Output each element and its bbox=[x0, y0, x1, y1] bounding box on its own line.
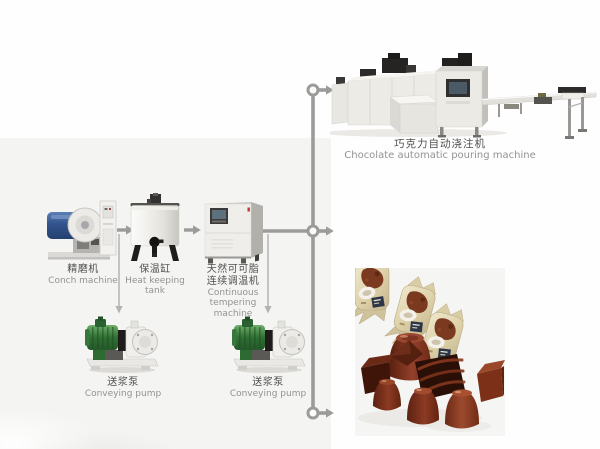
arrow-right-icon bbox=[184, 225, 201, 235]
conch-machine-label-zh: 精磨机 bbox=[67, 264, 99, 275]
flow-node-arrow-icon bbox=[306, 406, 334, 420]
conveying-pump-left-image bbox=[85, 314, 159, 374]
chocolate-product-image bbox=[355, 268, 505, 436]
tempering-machine-label: 天然可可脂 连续调温机 Continuous tempering machine bbox=[186, 264, 280, 319]
conveying-pump-right-label: 送浆泵 Conveying pump bbox=[223, 377, 313, 399]
flow-node-arrow-icon bbox=[306, 83, 334, 97]
tempering-machine-label-en: Continuous tempering machine bbox=[207, 287, 259, 319]
conch-machine-label: 精磨机 Conch machine bbox=[38, 264, 128, 286]
heat-keeping-tank-label-en: Heat keeping tank bbox=[125, 275, 185, 297]
conveying-pump-left-label: 送浆泵 Conveying pump bbox=[78, 377, 168, 399]
conveying-pump-left-label-zh: 送浆泵 bbox=[107, 377, 139, 388]
pouring-machine-label-zh: 巧克力自动浇注机 bbox=[394, 138, 486, 150]
arrow-down-icon bbox=[115, 234, 123, 314]
wrapped-candy-icon bbox=[355, 268, 390, 325]
tempering-machine-label-zh2: 连续调温机 bbox=[206, 275, 260, 287]
heat-keeping-tank-label-zh: 保温缸 bbox=[139, 264, 171, 275]
swoosh-decoration bbox=[0, 365, 170, 449]
chocolate-pile-icon bbox=[358, 333, 505, 432]
heat-keeping-tank-label: 保温缸 Heat keeping tank bbox=[117, 264, 193, 297]
conveying-pump-right-label-zh: 送浆泵 bbox=[252, 377, 284, 388]
main-flow-line bbox=[255, 90, 315, 413]
conveying-pump-right-label-en: Conveying pump bbox=[229, 388, 307, 399]
tempering-machine-image bbox=[203, 195, 267, 265]
conch-machine-label-en: Conch machine bbox=[48, 275, 118, 286]
conveying-pump-left-label-en: Conveying pump bbox=[84, 388, 162, 399]
heat-keeping-tank-image bbox=[128, 193, 182, 263]
pouring-machine-label: 巧克力自动浇注机 Chocolate automatic pouring mac… bbox=[335, 138, 545, 162]
conch-machine-image bbox=[47, 199, 117, 263]
arrow-right-icon bbox=[117, 225, 134, 235]
pouring-machine-image bbox=[330, 45, 600, 143]
arrow-down-icon bbox=[264, 234, 272, 314]
tempering-machine-label-zh1: 天然可可脂 bbox=[206, 264, 260, 275]
conveying-pump-right-image bbox=[232, 314, 306, 374]
flow-node-arrow-icon bbox=[306, 224, 334, 238]
pouring-machine-label-en: Chocolate automatic pouring machine bbox=[344, 150, 536, 162]
